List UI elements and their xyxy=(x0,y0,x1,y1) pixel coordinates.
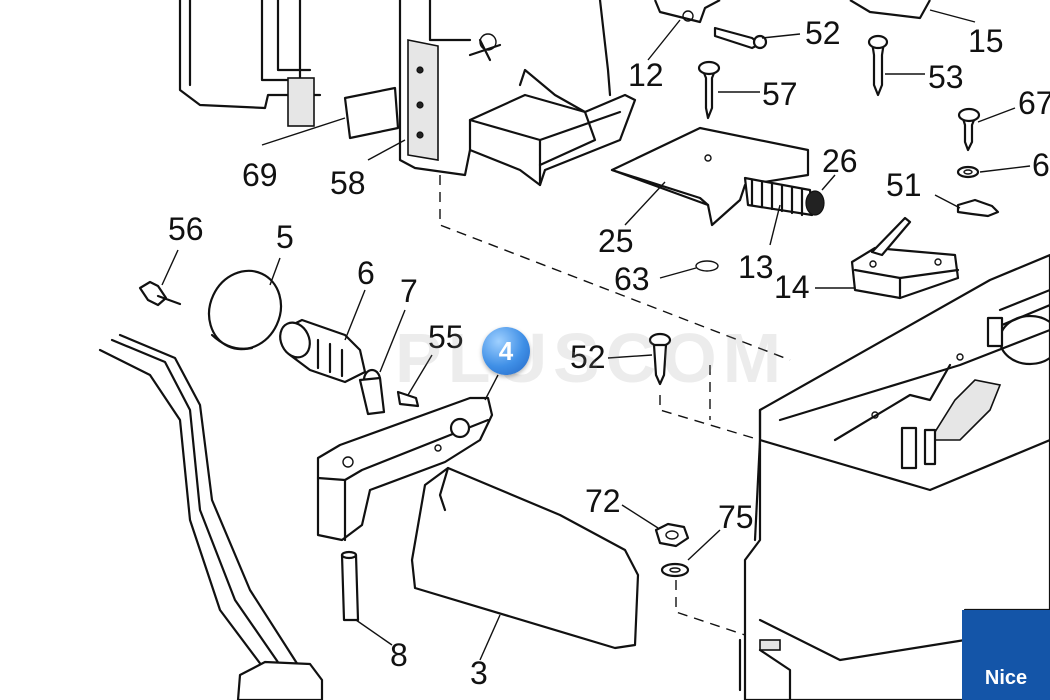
part-label-57: 57 xyxy=(762,76,798,112)
top-left-frame xyxy=(178,0,400,140)
lever-bracket-part-4 xyxy=(316,396,494,542)
central-bracket xyxy=(398,0,637,187)
part-label-67: 67 xyxy=(1018,85,1050,121)
part-label-56: 56 xyxy=(168,211,204,247)
part-label-69: 69 xyxy=(242,157,278,193)
part-label-3: 3 xyxy=(470,655,488,691)
part-label-72: 72 xyxy=(585,483,621,519)
part-label-58: 58 xyxy=(330,165,366,201)
screw-lower xyxy=(648,332,672,386)
highlighted-part-badge[interactable]: 4 xyxy=(482,327,530,375)
part-label-13: 13 xyxy=(738,249,774,285)
pin-part-8 xyxy=(340,550,360,622)
part-label-8: 8 xyxy=(390,637,408,673)
wire-harness xyxy=(98,333,324,700)
part-label-51: 51 xyxy=(886,167,922,203)
part-label-5: 5 xyxy=(276,219,294,255)
cover-part-3 xyxy=(410,466,640,650)
part-label-15: 15 xyxy=(968,23,1004,59)
top-hardware xyxy=(653,0,931,50)
part-label-26: 26 xyxy=(822,143,858,179)
lock-assembly xyxy=(138,269,420,416)
part-label-75: 75 xyxy=(718,499,754,535)
part-label-53: 53 xyxy=(928,59,964,95)
part-label-6: 6 xyxy=(357,255,375,291)
part-label-14: 14 xyxy=(774,269,810,305)
part-label-6-right: 6 xyxy=(1032,147,1050,183)
part-label-55: 55 xyxy=(428,319,464,355)
microswitch xyxy=(850,216,960,300)
part-label-12: 12 xyxy=(628,57,664,93)
part-label-52-lower: 52 xyxy=(570,339,606,375)
nut-and-washer xyxy=(654,522,690,578)
main-housing xyxy=(738,253,1050,700)
leader-lines xyxy=(161,9,1031,661)
part-label-52: 52 xyxy=(805,15,841,51)
part-label-63: 63 xyxy=(614,261,650,297)
part-labels: 52 15 12 57 53 67 6 69 58 26 51 25 56 5 … xyxy=(168,15,1050,691)
part-label-7: 7 xyxy=(400,273,418,309)
screws-top xyxy=(697,34,1000,218)
brand-logo: Nice xyxy=(962,610,1050,700)
part-label-25: 25 xyxy=(598,223,634,259)
plate-spring-assembly xyxy=(610,126,825,272)
watermark-text: PLUSCOM xyxy=(395,319,787,397)
